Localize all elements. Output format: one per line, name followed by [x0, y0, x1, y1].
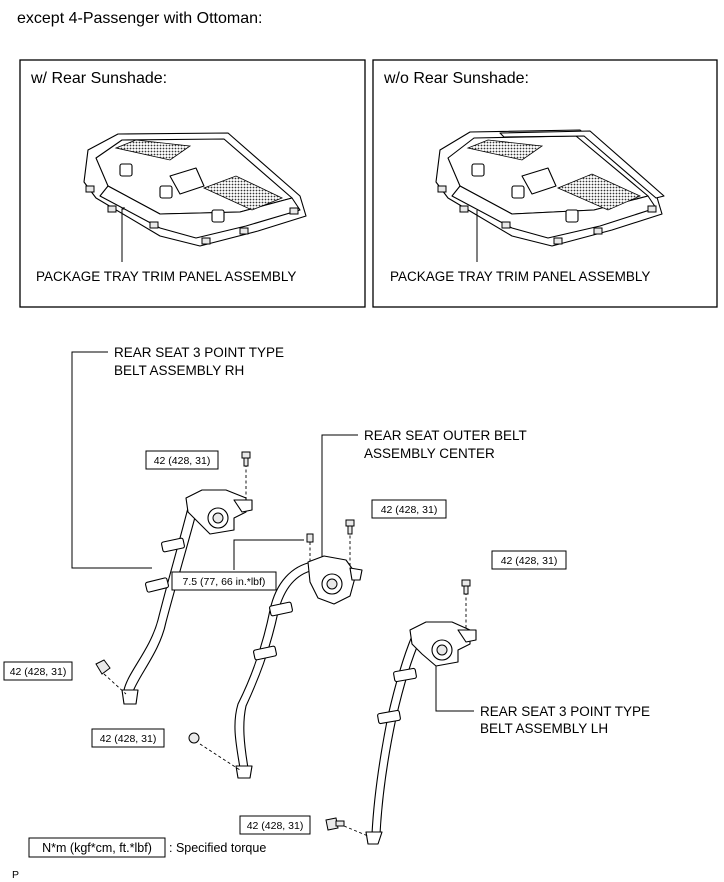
legend-box — [28, 837, 166, 858]
torque-value: 42 (428, 31) — [381, 504, 438, 516]
panel-without-sunshade: w/o Rear Sunshade: PACKAGE TRAY TRIM PAN… — [372, 59, 718, 308]
leader-line — [321, 434, 358, 570]
torque-value: 42 (428, 31) — [100, 733, 157, 745]
torque-box — [371, 499, 447, 519]
leader-line — [71, 351, 152, 569]
footer-code: P — [12, 869, 19, 881]
condition-heading: except 4-Passenger with Ottoman: — [17, 10, 262, 27]
belt-assembly-center: REAR SEAT OUTER BELT ASSEMBLY CENTER 42 … — [91, 428, 527, 779]
panel-with-sunshade: w/ Rear Sunshade: PACKAGE TRAY TR — [19, 59, 366, 308]
bolt-icon — [241, 451, 251, 459]
leader-line — [121, 207, 125, 262]
panel-frame — [372, 59, 718, 308]
torque-box — [239, 815, 311, 835]
belt-rh-label-line2: BELT ASSEMBLY RH — [114, 363, 244, 378]
part-label: PACKAGE TRAY TRIM PANEL ASSEMBLY — [390, 269, 650, 284]
panel-title: w/o Rear Sunshade: — [383, 70, 529, 87]
bolt-icon — [325, 817, 339, 831]
torque-box — [3, 661, 73, 681]
torque-value: 42 (428, 31) — [154, 455, 211, 467]
leader-line — [233, 539, 304, 570]
legend-unit: N*m (kgf*cm, ft.*lbf) — [42, 841, 152, 855]
torque-value: 7.5 (77, 66 in.*lbf) — [183, 576, 266, 588]
nut-icon — [188, 732, 200, 744]
panel-title: w/ Rear Sunshade: — [30, 70, 167, 87]
torque-legend: N*m (kgf*cm, ft.*lbf) : Specified torque — [28, 837, 266, 858]
package-tray-illustration — [83, 132, 307, 247]
belt-assembly-rh: REAR SEAT 3 POINT TYPE BELT ASSEMBLY RH … — [3, 345, 284, 705]
torque-box — [91, 728, 165, 748]
torque-value: 42 (428, 31) — [501, 555, 558, 567]
bolt-icon — [345, 519, 355, 527]
screw-icon — [306, 533, 314, 543]
part-label: PACKAGE TRAY TRIM PANEL ASSEMBLY — [36, 269, 296, 284]
torque-box — [171, 571, 277, 591]
torque-value: 42 (428, 31) — [10, 666, 67, 678]
bolt-icon — [461, 579, 471, 587]
torque-value: 42 (428, 31) — [247, 820, 304, 832]
legend-description: : Specified torque — [169, 841, 266, 855]
package-tray-illustration — [435, 129, 665, 247]
belt-lh-label-line1: REAR SEAT 3 POINT TYPE — [480, 704, 650, 719]
belt-rh-label-line1: REAR SEAT 3 POINT TYPE — [114, 345, 284, 360]
torque-box — [145, 450, 219, 470]
belt-lh-label-line2: BELT ASSEMBLY LH — [480, 721, 608, 736]
belt-center-label-line1: REAR SEAT OUTER BELT — [364, 428, 527, 443]
leader-line — [435, 660, 474, 712]
belt-center-label-line2: ASSEMBLY CENTER — [364, 446, 495, 461]
torque-box — [491, 550, 567, 570]
bolt-icon — [95, 659, 111, 675]
belt-assembly-lh: REAR SEAT 3 POINT TYPE BELT ASSEMBLY LH … — [239, 550, 650, 845]
panel-frame — [19, 59, 366, 308]
